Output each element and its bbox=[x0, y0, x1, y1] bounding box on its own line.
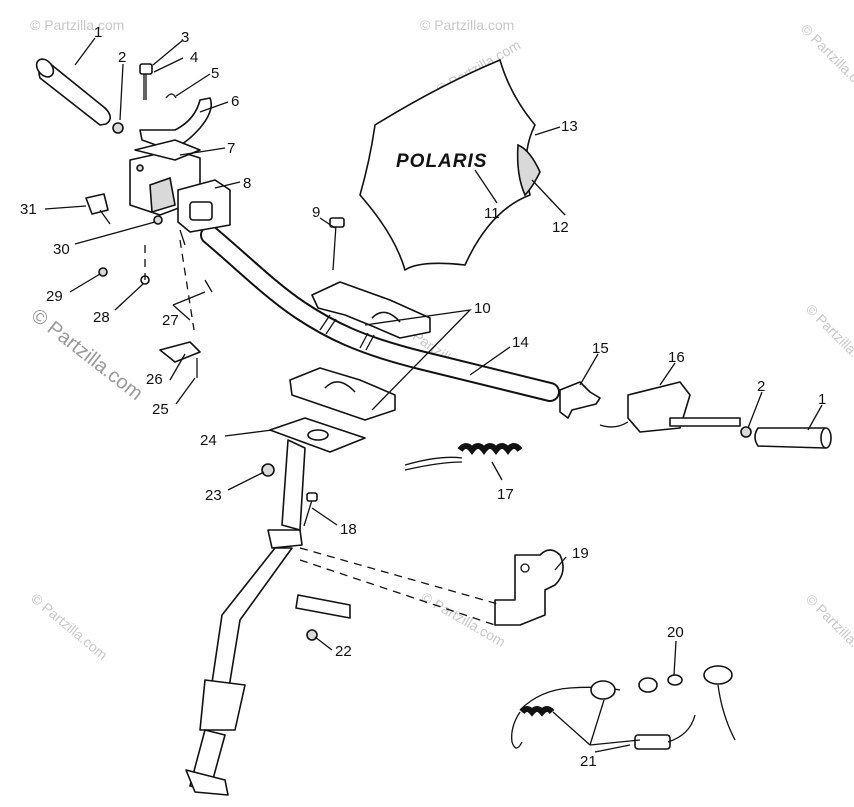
callout-30: 30 bbox=[53, 241, 70, 258]
clamp-top-part bbox=[311, 217, 431, 339]
callout-24: 24 bbox=[200, 432, 217, 449]
callout-16: 16 bbox=[668, 349, 685, 366]
callout-4: 4 bbox=[190, 49, 198, 66]
leader-lines bbox=[44, 37, 823, 746]
watermark-right-mid: © Partzilla.com bbox=[803, 301, 854, 379]
small-hardware-left bbox=[85, 193, 213, 378]
watermark-top-mid: © Partzilla.com bbox=[420, 17, 514, 33]
watermark-lower-left: © Partzilla.com bbox=[28, 590, 111, 663]
coil-cable-part bbox=[404, 443, 523, 471]
callout-2-right: 2 bbox=[757, 378, 765, 395]
watermark-top-left: © Partzilla.com bbox=[30, 17, 124, 33]
callout-8: 8 bbox=[243, 175, 251, 192]
key-switch-part bbox=[511, 665, 736, 753]
bolt-and-lever-part bbox=[139, 63, 213, 151]
clamp-bottom-part bbox=[289, 367, 396, 421]
post-hardware-part bbox=[261, 463, 351, 641]
callout-28: 28 bbox=[93, 309, 110, 326]
callout-23: 23 bbox=[205, 487, 222, 504]
callout-1-right: 1 bbox=[818, 391, 826, 408]
callout-12: 12 bbox=[552, 219, 569, 236]
callout-7: 7 bbox=[227, 140, 235, 157]
polaris-brand-text: POLARIS bbox=[396, 151, 487, 172]
callout-10: 10 bbox=[474, 300, 491, 317]
callout-1-left: 1 bbox=[94, 24, 102, 41]
handlebar-part bbox=[200, 225, 560, 402]
callout-15: 15 bbox=[592, 340, 609, 357]
callout-labels: 1 2 3 4 5 6 7 8 31 30 29 28 27 26 25 9 1… bbox=[20, 24, 826, 770]
brake-lever-part bbox=[599, 381, 741, 433]
grip-left-part bbox=[35, 58, 124, 134]
callout-18: 18 bbox=[340, 521, 357, 538]
callout-10-leader bbox=[364, 309, 472, 411]
callout-3: 3 bbox=[181, 29, 189, 46]
callout-26: 26 bbox=[146, 371, 163, 388]
throttle-lever-part bbox=[559, 381, 601, 419]
handlebar-pad-part: POLARIS bbox=[359, 59, 541, 271]
callout-19: 19 bbox=[572, 545, 589, 562]
callout-25: 25 bbox=[152, 401, 169, 418]
callout-13: 13 bbox=[561, 118, 578, 135]
watermark-lower-right: © Partzilla.com bbox=[803, 591, 854, 669]
callout-2-left: 2 bbox=[118, 49, 126, 66]
callout-29: 29 bbox=[46, 288, 63, 305]
watermark-side-left: © Partzilla.com bbox=[27, 305, 147, 405]
callout-9: 9 bbox=[312, 204, 320, 221]
callout-14: 14 bbox=[512, 334, 529, 351]
steering-post-part bbox=[185, 417, 366, 796]
grip-right-part bbox=[740, 426, 832, 449]
switch-block-part bbox=[177, 179, 231, 233]
callout-22: 22 bbox=[335, 643, 352, 660]
callout-6: 6 bbox=[231, 93, 239, 110]
callout-27: 27 bbox=[162, 312, 179, 329]
callout-21: 21 bbox=[580, 753, 597, 770]
watermark-top-right: © Partzilla.com bbox=[798, 21, 854, 99]
callout-11: 11 bbox=[484, 205, 500, 222]
callout-5: 5 bbox=[211, 65, 219, 82]
callout-31: 31 bbox=[20, 201, 37, 218]
callout-20: 20 bbox=[667, 624, 684, 641]
bracket-part bbox=[299, 547, 564, 627]
callout-17: 17 bbox=[497, 486, 514, 503]
